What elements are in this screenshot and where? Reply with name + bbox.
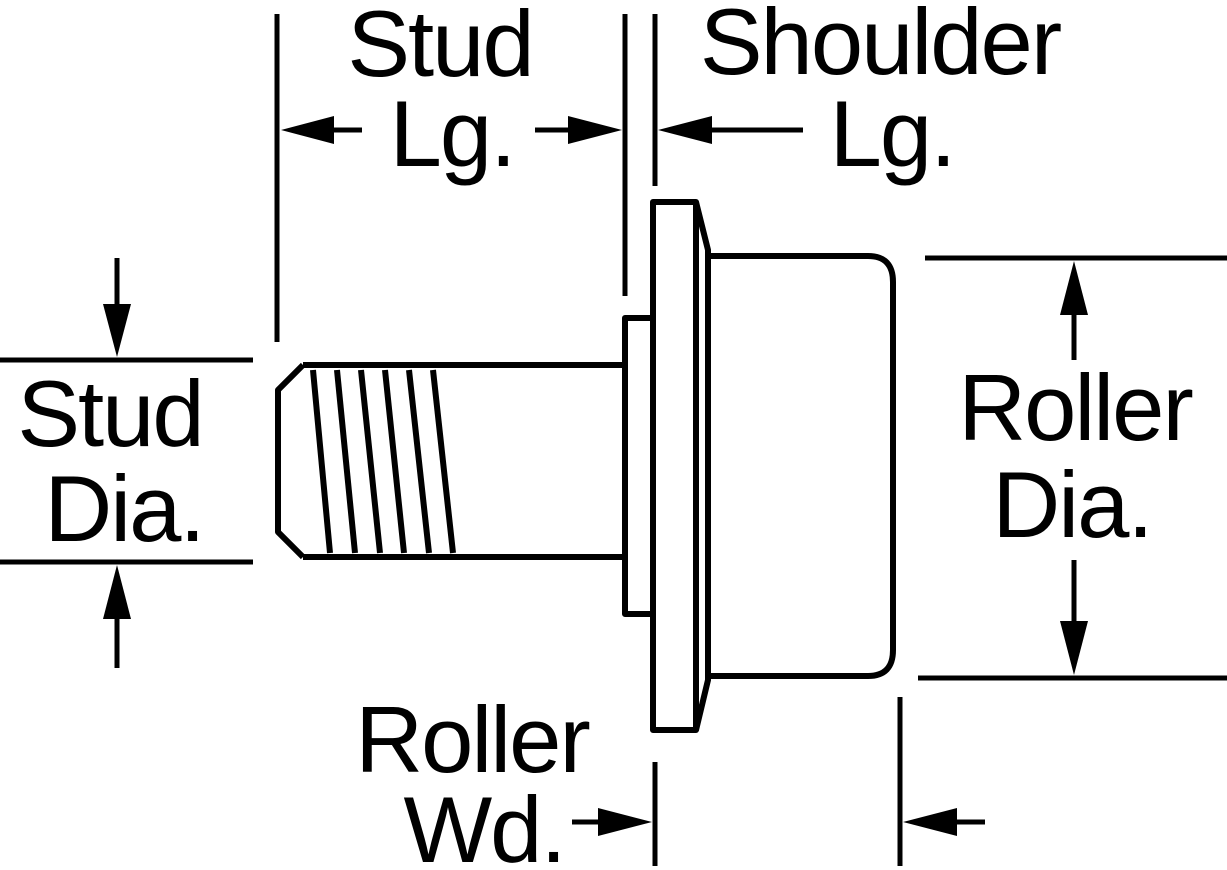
stud-threads: [310, 369, 456, 554]
arrow-left-icon: [281, 116, 334, 144]
roller: [708, 253, 896, 679]
stud-dia-label-line1: Stud: [17, 361, 202, 466]
arrow-left-icon: [903, 808, 957, 836]
roller-wd-label-line1: Roller: [355, 687, 589, 792]
shoulder-lg-label-line1: Shoulder: [700, 0, 1061, 94]
roller-dia-dimension: [1060, 261, 1088, 675]
flange: [650, 199, 699, 733]
stud-lg-label-line1: Stud: [347, 0, 532, 96]
arrow-right-icon: [568, 116, 622, 144]
stud-dia-label-line2: Dia.: [44, 456, 203, 561]
extension-lines: [0, 14, 1227, 866]
roller-wd-label-line2: Wd.: [403, 777, 564, 870]
arrow-right-icon: [598, 808, 652, 836]
arrow-up-icon: [103, 565, 131, 619]
stud-lg-dimension: [281, 116, 622, 144]
arrow-left-icon: [658, 116, 712, 144]
stud-lg-label-line2: Lg.: [390, 81, 515, 186]
roller-dia-label-line1: Roller: [958, 355, 1192, 460]
shoulder-lg-dimension: [658, 116, 803, 144]
cam-follower-part: [275, 199, 896, 733]
roller-wd-dimension: [572, 808, 985, 836]
flange-bevel: [693, 201, 711, 731]
stud-body: [275, 362, 625, 560]
arrow-down-icon: [103, 304, 131, 357]
stud-dia-dimension: [103, 258, 131, 668]
arrow-up-icon: [1060, 261, 1088, 315]
dimension-labels: Stud Lg. Shoulder Lg. Stud Dia. Roller D…: [17, 0, 1194, 870]
arrow-down-icon: [1060, 621, 1088, 675]
shoulder-lg-label-line2: Lg.: [830, 81, 955, 186]
roller-dia-label-line2: Dia.: [992, 452, 1151, 557]
shoulder: [622, 315, 656, 617]
